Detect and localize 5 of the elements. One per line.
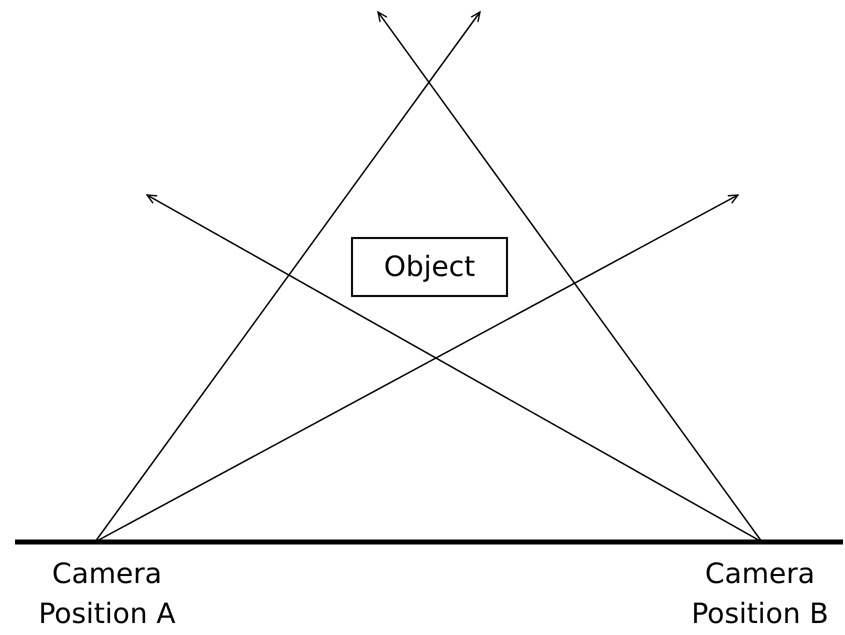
arrow: [94, 11, 481, 542]
arrow: [377, 11, 763, 542]
object-box: Object: [351, 237, 508, 297]
camera-label: Camera Position A: [22, 542, 192, 634]
camera-label: Camera Position B: [675, 542, 845, 634]
